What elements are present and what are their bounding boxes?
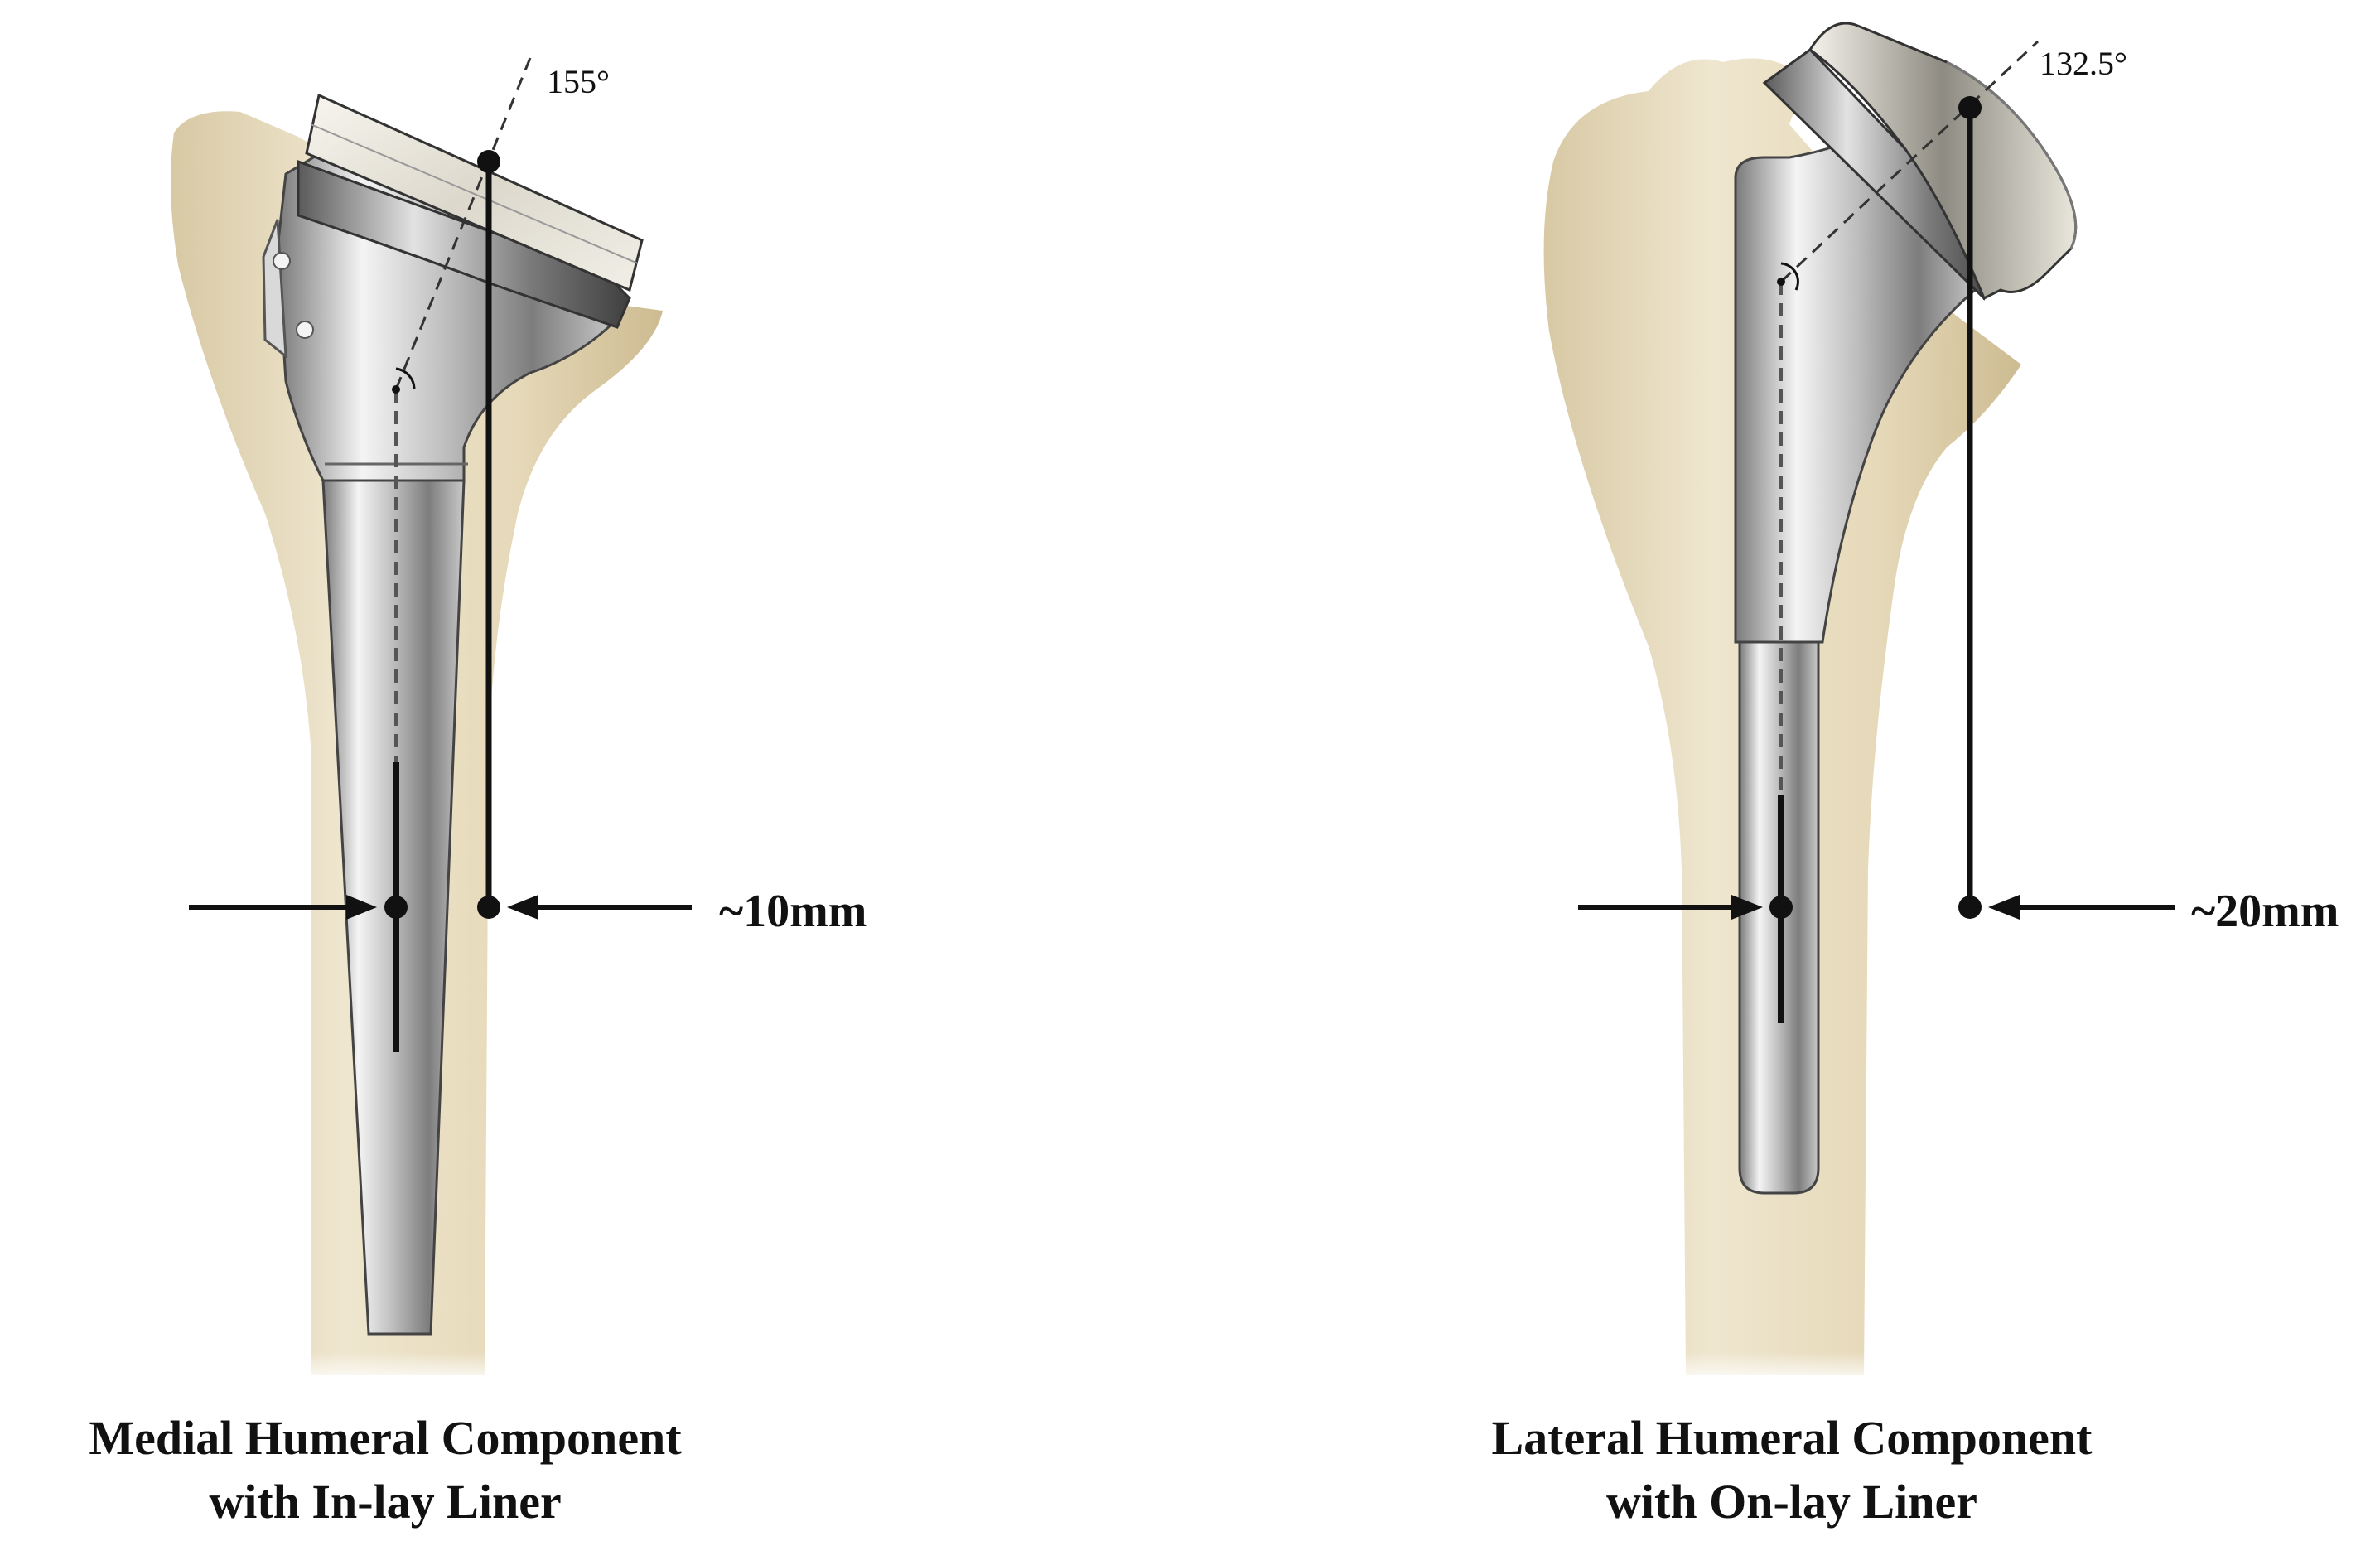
right-offset-point: [1958, 896, 1982, 919]
left-inlay-liner: [305, 93, 644, 292]
left-tray: [297, 159, 631, 329]
left-caption-line1: Medial Humeral Component: [89, 1411, 682, 1465]
left-arrow-right-head: [507, 895, 538, 920]
right-caption-line2: with On-lay Liner: [1606, 1475, 1977, 1529]
right-center-of-rotation-point: [1958, 96, 1982, 119]
right-humeral-body: [1734, 143, 1982, 644]
right-arrow-right-head: [1988, 895, 2020, 920]
left-fin-hole-1: [273, 252, 291, 270]
left-fin-hole-2: [296, 321, 314, 339]
right-offset-label: ~20mm: [2191, 886, 2339, 937]
left-fin: [262, 219, 287, 360]
left-arrow-left-head: [346, 895, 377, 920]
right-neck-axis: [1779, 40, 2040, 283]
right-caption-line1: Lateral Humeral Component: [1492, 1411, 2093, 1465]
left-caption-line2: with In-lay Liner: [209, 1475, 561, 1529]
right-stem-point: [1769, 896, 1793, 919]
left-neck-axis: [394, 57, 532, 390]
left-angle-label: 155°: [547, 63, 610, 100]
left-offset-point: [477, 896, 500, 919]
left-center-of-rotation-point: [477, 150, 500, 173]
right-panel: 132.5° ~20mm Lateral Humeral Component w…: [1492, 22, 2339, 1529]
right-angle-label: 132.5°: [2040, 45, 2127, 82]
left-panel: 155° ~10mm Medial Humeral Component with…: [89, 57, 867, 1529]
left-stem-point: [384, 896, 408, 919]
right-bone-fade: [1649, 1226, 1914, 1384]
right-arrow-left-head: [1731, 895, 1763, 920]
left-offset-label: ~10mm: [719, 886, 867, 937]
